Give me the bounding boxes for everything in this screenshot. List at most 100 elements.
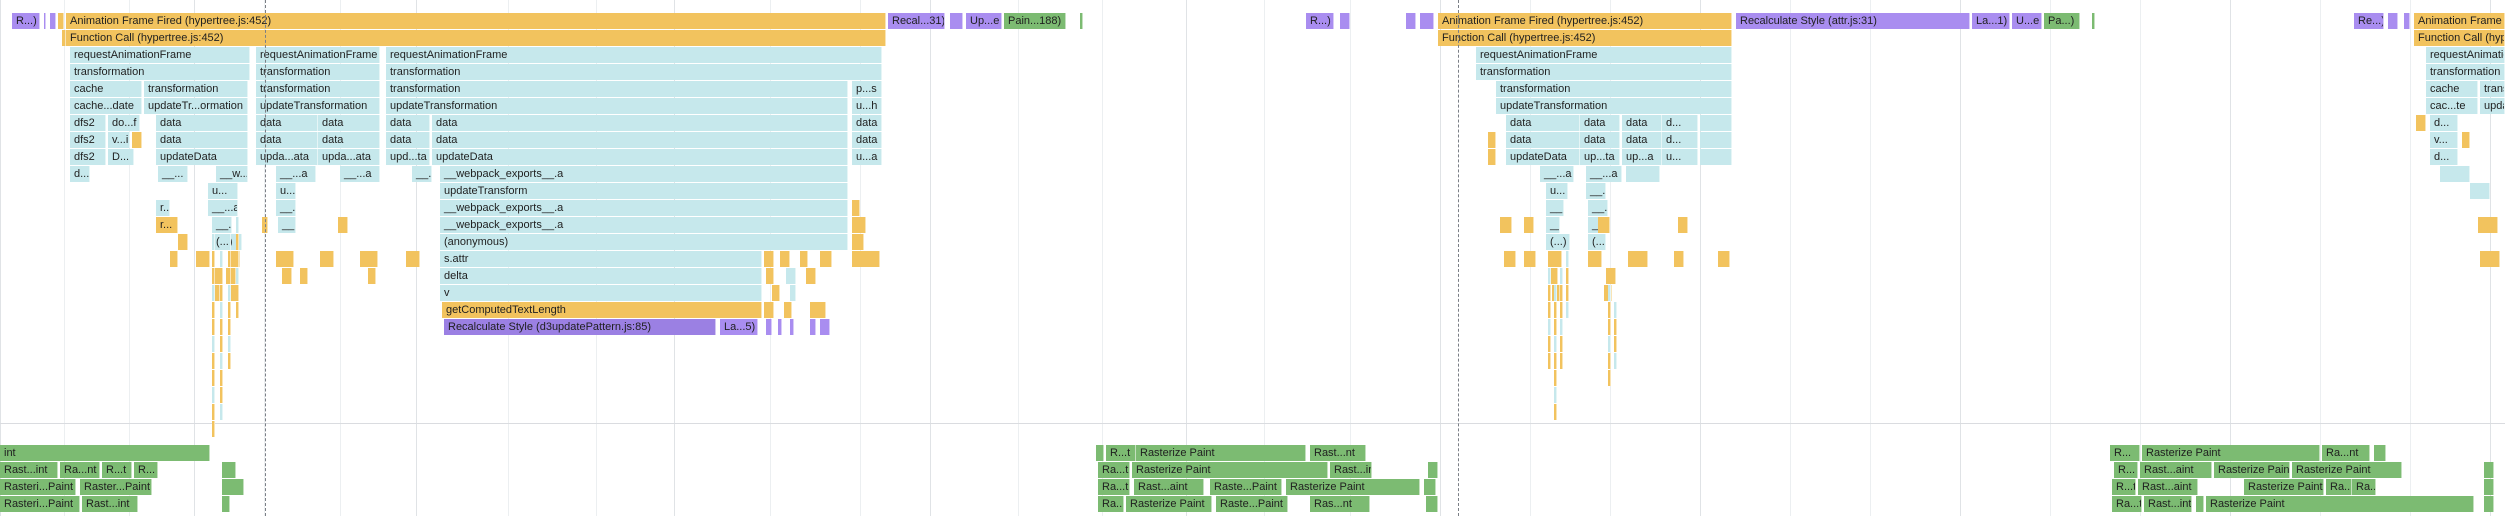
event-frame[interactable]: d... (70, 166, 90, 182)
event-sliver[interactable] (222, 462, 236, 478)
event-sliver[interactable] (220, 387, 223, 403)
delta-event[interactable]: delta (440, 268, 762, 284)
event-frame[interactable]: __... (412, 166, 432, 182)
event-sliver[interactable] (1566, 268, 1569, 284)
cache-event[interactable]: cache (70, 81, 142, 97)
anonymous-event[interactable]: (...) (1588, 234, 1606, 250)
event-sliver[interactable] (1560, 336, 1563, 352)
event-sliver[interactable] (1554, 387, 1557, 403)
transformation-event[interactable]: transformation (1496, 81, 1732, 97)
event-sliver[interactable] (2416, 115, 2426, 131)
event-sliver[interactable] (1588, 251, 1602, 267)
event-sliver[interactable] (1554, 353, 1557, 369)
event-sliver[interactable] (1424, 479, 1436, 495)
event-sliver[interactable] (226, 268, 236, 284)
event-sliver[interactable] (772, 285, 780, 301)
transformation-event[interactable]: transformation (144, 81, 248, 97)
transformation-event[interactable]: transformation (386, 64, 882, 80)
event-sliver[interactable] (1608, 336, 1611, 352)
event-sliver[interactable] (1566, 302, 1569, 318)
raster-paint-event[interactable]: Rasterize Paint (1286, 479, 1420, 495)
event-sliver[interactable] (196, 251, 210, 267)
transformation-event[interactable]: transformation (1476, 64, 1732, 80)
event-sliver[interactable] (1548, 285, 1551, 301)
update-data-event[interactable]: up...a (1622, 149, 1662, 165)
request-animation-frame-event[interactable]: requestAnimationFrame (386, 47, 882, 63)
event-sliver[interactable] (1548, 319, 1551, 335)
event-frame[interactable]: __...a (340, 166, 380, 182)
event-sliver[interactable] (220, 353, 223, 369)
event-sliver[interactable] (780, 251, 790, 267)
update-layer-tree-event[interactable]: U...e (2012, 13, 2042, 29)
event-sliver[interactable] (800, 251, 808, 267)
event-sliver[interactable] (228, 336, 231, 352)
event-frame[interactable]: __...a (1540, 166, 1574, 182)
transformation-event[interactable]: transformation (256, 81, 380, 97)
event-frame[interactable]: d... (1662, 132, 1698, 148)
dfs2-event[interactable]: dfs2 (70, 149, 106, 165)
function-call-event[interactable]: Function Call (hypertree.js:452) (1438, 30, 1732, 46)
raster-paint-event[interactable]: Rasteri...Paint (0, 479, 76, 495)
event-sliver[interactable] (2480, 251, 2500, 267)
event-sliver[interactable] (212, 319, 215, 335)
event-sliver[interactable] (132, 132, 142, 148)
raster-paint-event[interactable]: Ras...nt (1310, 496, 1370, 512)
transformation-event[interactable]: transformation (2426, 64, 2505, 80)
event-sliver[interactable] (228, 353, 231, 369)
event-sliver[interactable] (1406, 13, 1416, 29)
event-sliver[interactable] (1560, 319, 1563, 335)
s-attr-event[interactable]: s.attr (440, 251, 762, 267)
event-sliver[interactable] (1554, 404, 1557, 420)
event-sliver[interactable] (852, 234, 864, 250)
raster-paint-event[interactable]: Rasterize Paint (2206, 496, 2474, 512)
event-frame[interactable]: d... (2430, 115, 2458, 131)
data-event[interactable]: data (1506, 115, 1580, 131)
animation-frame-fired-event[interactable]: Animation Frame Fired (hypertree.js:452) (66, 13, 886, 29)
event-sliver[interactable] (1554, 285, 1557, 301)
raster-paint-event[interactable]: R...t (1106, 445, 1136, 461)
event-sliver[interactable] (1080, 13, 1083, 29)
event-frame[interactable] (2470, 183, 2490, 199)
event-frame[interactable]: d... (1662, 115, 1698, 131)
event-sliver[interactable] (212, 387, 215, 403)
data-event[interactable]: data (1580, 115, 1620, 131)
cache-event[interactable]: cache...date (70, 98, 142, 114)
event-sliver[interactable] (212, 285, 220, 301)
webpack-exports-event[interactable]: __webpack_exports__.a (440, 217, 848, 233)
event-sliver[interactable] (220, 319, 223, 335)
event-frame[interactable]: p...s (852, 81, 882, 97)
raster-paint-event[interactable]: Ra...t (1098, 462, 1130, 478)
event-sliver[interactable] (2478, 217, 2498, 233)
event-frame[interactable]: __... (1546, 217, 1560, 233)
event-sliver[interactable] (1524, 251, 1536, 267)
paint-event[interactable]: Pa...) (2044, 13, 2080, 29)
function-call-event[interactable]: Function Call (hyp (2414, 30, 2505, 46)
event-frame[interactable]: r... (156, 217, 178, 233)
event-sliver[interactable] (1548, 268, 1551, 284)
event-frame[interactable]: __... (1546, 200, 1564, 216)
transformation-event[interactable]: trans (2480, 81, 2505, 97)
event-sliver[interactable] (1426, 496, 1438, 512)
event-sliver[interactable] (236, 217, 239, 233)
data-event[interactable]: data (1622, 132, 1662, 148)
data-event[interactable]: data (386, 132, 430, 148)
cache-event[interactable]: cac...te (2426, 98, 2478, 114)
update-transform-event[interactable]: updateTransform (440, 183, 848, 199)
update-data-event[interactable]: upda...ata (256, 149, 318, 165)
recalculate-style-event[interactable]: Recalculate Style (attr.js:31) (1736, 13, 1970, 29)
data-event[interactable]: data (318, 132, 380, 148)
event-sliver[interactable] (228, 251, 231, 267)
event-sliver[interactable] (1608, 370, 1611, 386)
event-sliver[interactable] (1096, 445, 1104, 461)
raster-paint-event[interactable]: Ra...t (1098, 479, 1130, 495)
raster-paint-event[interactable]: Rast...int (2144, 496, 2192, 512)
event-frame[interactable]: d... (2430, 149, 2458, 165)
data-event[interactable]: data (156, 115, 248, 131)
event-frame[interactable]: u...h (852, 98, 882, 114)
event-frame[interactable] (2440, 166, 2470, 182)
event-sliver[interactable] (1718, 251, 1730, 267)
raster-paint-event[interactable]: Rasterize Paint (2292, 462, 2402, 478)
recalculate-style-event[interactable]: R...) (12, 13, 40, 29)
raster-paint-event[interactable]: Rasterize Paint (1126, 496, 1212, 512)
raster-paint-event[interactable]: R... (134, 462, 158, 478)
